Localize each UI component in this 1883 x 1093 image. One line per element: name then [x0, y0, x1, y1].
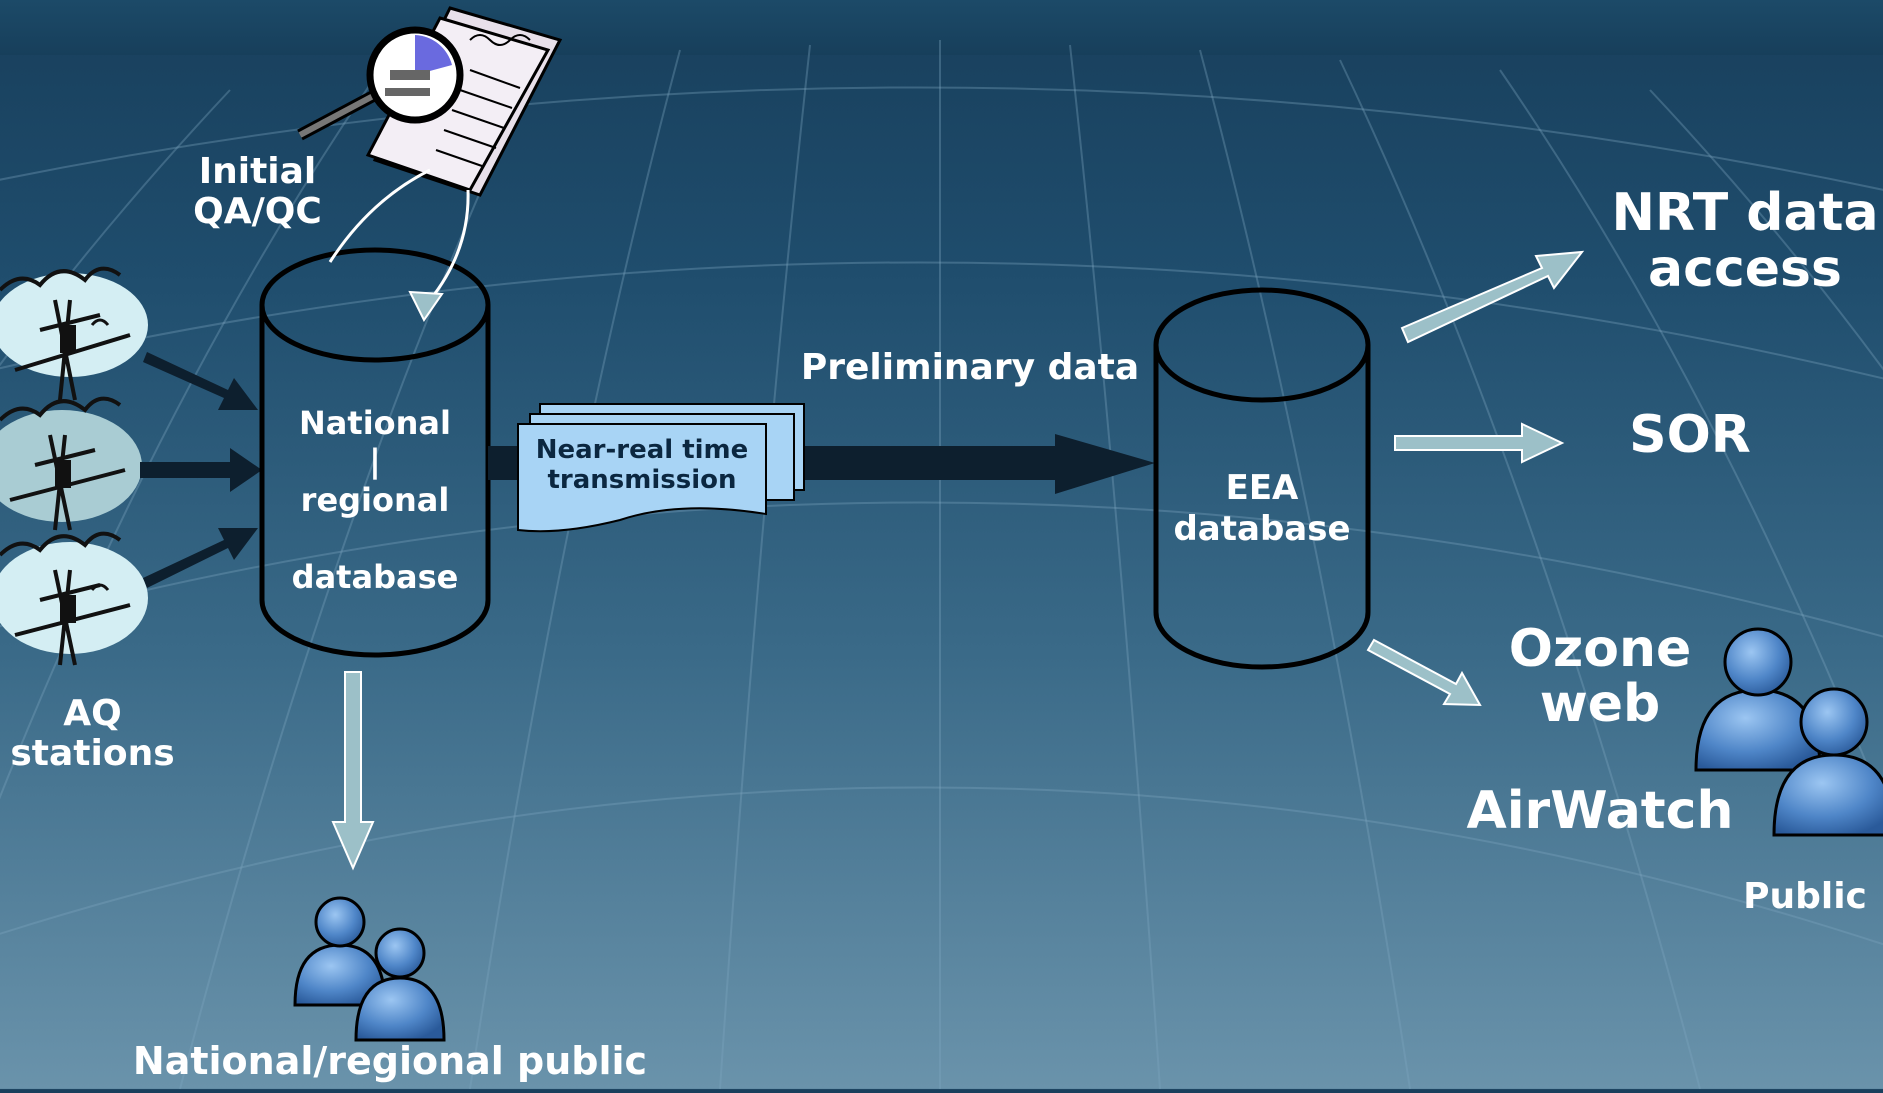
qa-arrows	[328, 168, 470, 322]
person-icon-national-2	[354, 927, 446, 1042]
top-band	[0, 0, 1883, 55]
initial-qaqc-label: Initial QA/QC	[193, 151, 322, 233]
aq-station-icon-2	[0, 396, 142, 531]
national-regional-public-label: National/regional public	[132, 1039, 648, 1083]
person-icon-public-1	[1694, 627, 1822, 772]
station-arrows	[140, 352, 262, 588]
sor-label: SOR	[1629, 405, 1751, 465]
public-label: Public	[1743, 876, 1867, 917]
globe-grid	[0, 40, 1883, 1090]
station-arrow-2	[140, 448, 262, 492]
national-database-label: National | regional database	[291, 404, 459, 596]
national-database-cylinder	[259, 247, 491, 658]
aq-stations-label: AQ stations	[10, 693, 175, 775]
ozone-web-label: Ozone web	[1508, 619, 1692, 734]
qa-document-icon	[297, 6, 563, 197]
ozone-web-arrow	[1366, 638, 1482, 707]
sor-arrow	[1394, 422, 1565, 464]
aq-station-icon-1	[0, 266, 148, 401]
person-icon-public-2	[1772, 687, 1883, 837]
down-arrow-national-public	[331, 671, 375, 871]
station-arrow-3	[143, 528, 258, 588]
aq-station-icon-3	[0, 531, 148, 666]
eea-database-label: EEA database	[1173, 468, 1351, 549]
nrt-data-access-label: NRT data access	[1611, 183, 1879, 300]
output-arrows	[1366, 250, 1585, 707]
airwatch-label: AirWatch	[1466, 781, 1734, 841]
nrt-transmission-label: Near-real time transmission	[535, 435, 749, 495]
preliminary-data-label: Preliminary data	[800, 347, 1140, 388]
nrt-access-arrow	[1400, 250, 1585, 344]
eea-database-cylinder	[1153, 287, 1371, 670]
nrt-transmission-docs	[517, 403, 805, 533]
person-icon-national-1	[293, 896, 387, 1007]
station-arrow-1	[143, 352, 258, 410]
